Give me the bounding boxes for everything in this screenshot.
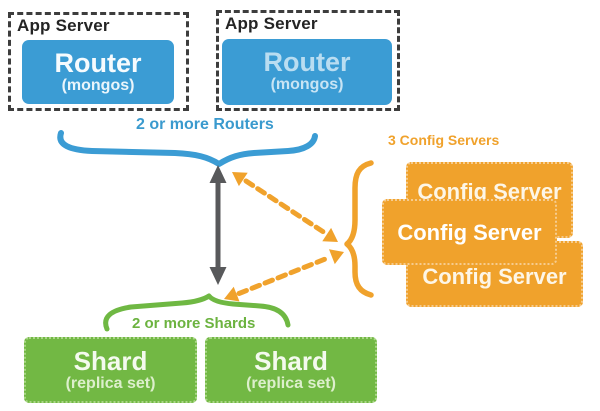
routers-brace-icon — [57, 130, 318, 167]
app-server-label-2: App Server — [225, 14, 318, 33]
router-title-2: Router — [263, 47, 351, 77]
shard-title-1: Shard — [73, 346, 148, 376]
config-server-label-3: Config Server — [422, 264, 567, 289]
router-shard-arrow-icon — [209, 165, 227, 285]
router-title-1: Router — [54, 48, 142, 78]
routers-count-label: 2 or more Routers — [136, 116, 274, 133]
config-server-label-2: Config Server — [397, 220, 542, 245]
router-config-arrow-icon — [232, 172, 338, 242]
router-node-2: Router (mongos) — [222, 39, 392, 105]
config-brace-icon — [344, 160, 374, 298]
shard-subtitle-2: (replica set) — [246, 375, 336, 393]
router-node-1: Router (mongos) — [22, 40, 174, 104]
shard-subtitle-1: (replica set) — [65, 375, 156, 393]
shard-config-arrow-icon — [224, 249, 344, 302]
shard-title-2: Shard — [254, 346, 328, 376]
app-server-label-1: App Server — [17, 16, 110, 35]
shard-node-1: Shard (replica set) — [24, 337, 197, 403]
shards-count-label: 2 or more Shards — [132, 315, 256, 332]
app-server-box-1: App Server Router (mongos) — [8, 12, 189, 111]
shard-node-2: Shard (replica set) — [205, 337, 377, 403]
router-subtitle-2: (mongos) — [270, 76, 344, 94]
config-count-label: 3 Config Servers — [388, 132, 500, 148]
router-subtitle-1: (mongos) — [61, 77, 135, 95]
app-server-box-2: App Server Router (mongos) — [216, 10, 400, 111]
config-server-node-2: Config Server — [382, 199, 557, 265]
